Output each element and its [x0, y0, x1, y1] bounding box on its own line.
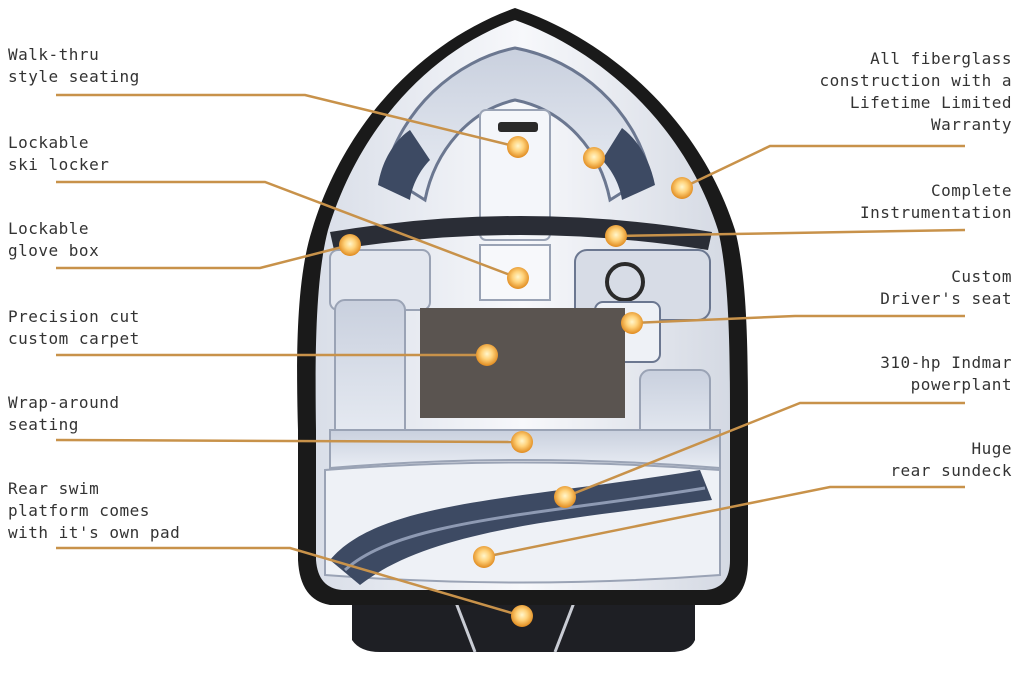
hotspot-walk-thru — [507, 136, 529, 158]
bow-cushion-right — [602, 128, 655, 200]
callout-text: seating — [8, 415, 79, 434]
hotspot-fiberglass — [671, 177, 693, 199]
callout-text: platform comes — [8, 501, 150, 520]
callout-sundeck: Huge rear sundeck — [890, 438, 1012, 482]
callout-text: Complete — [930, 181, 1012, 200]
cleat — [498, 122, 538, 132]
leader-drivers-seat — [631, 314, 965, 325]
callout-fiberglass: All fiberglass construction with a Lifet… — [819, 48, 1012, 136]
callout-text: Wrap-around — [8, 393, 120, 412]
callout-text: All fiberglass — [870, 49, 1012, 68]
leader-fiberglass — [681, 144, 965, 190]
callout-text: Instrumentation — [860, 203, 1012, 222]
callout-text: with it's own pad — [8, 523, 181, 542]
hotspot-carpet — [476, 344, 498, 366]
port-side-seat — [334, 299, 406, 451]
callout-text: Lifetime Limited — [849, 93, 1012, 112]
cockpit-carpet — [420, 308, 625, 418]
hotspot-powerplant — [554, 486, 576, 508]
callout-powerplant: 310-hp Indmar powerplant — [880, 352, 1012, 396]
callout-text: Warranty — [930, 115, 1012, 134]
leader-sundeck — [483, 485, 965, 559]
sundeck-cushion-stripe — [343, 486, 706, 572]
callout-text: Lockable — [8, 133, 90, 152]
callout-text: glove box — [8, 241, 100, 260]
callout-text: Lockable — [8, 219, 90, 238]
leader-glove-box — [56, 243, 351, 270]
hotspot-sundeck — [473, 546, 495, 568]
callout-text: Walk-thru — [8, 45, 100, 64]
callout-text: ski locker — [8, 155, 110, 174]
callout-text: Rear swim — [8, 479, 100, 498]
hotspot-glove-box — [339, 234, 361, 256]
hotspot-swim-platform — [511, 605, 533, 627]
callout-swim-platform: Rear swim platform comes with it's own p… — [8, 478, 180, 544]
callout-text: rear sundeck — [890, 461, 1012, 480]
callout-walk-thru: Walk-thru style seating — [8, 44, 140, 88]
callout-instrumentation: Complete Instrumentation — [860, 180, 1012, 224]
callout-text: style seating — [8, 67, 140, 86]
hotspot-bow-seat — [583, 147, 605, 169]
callout-text: powerplant — [910, 375, 1012, 394]
hotspot-wrap-around — [511, 431, 533, 453]
callout-text: Precision cut — [8, 307, 140, 326]
callout-carpet: Precision cut custom carpet — [8, 306, 140, 350]
hotspot-drivers-seat — [621, 312, 643, 334]
bow-cushion-left — [378, 130, 430, 200]
leader-lines — [55, 93, 966, 618]
callout-text: Huge — [971, 439, 1012, 458]
windshield — [330, 216, 712, 250]
leader-swim-platform — [56, 546, 523, 618]
leader-instrumentation — [615, 228, 966, 238]
callout-text: construction with a — [819, 71, 1012, 90]
callout-text: Custom — [951, 267, 1012, 286]
hotspot-instrumentation — [605, 225, 627, 247]
callout-text: 310-hp Indmar — [880, 353, 1012, 372]
callout-glove-box: Lockable glove box — [8, 218, 99, 262]
steering-wheel-icon — [605, 262, 645, 302]
callout-text: custom carpet — [8, 329, 140, 348]
sundeck-cushion — [330, 470, 712, 585]
callout-wrap-around: Wrap-around seating — [8, 392, 119, 436]
leader-walk-thru — [56, 93, 519, 149]
hotspot-ski-locker — [507, 267, 529, 289]
callout-ski-locker: Lockable ski locker — [8, 132, 109, 176]
callout-drivers-seat: Custom Driver's seat — [880, 266, 1012, 310]
hotspots — [339, 136, 693, 627]
transom-lines — [453, 599, 577, 653]
leader-ski-locker — [56, 180, 519, 280]
callout-text: Driver's seat — [880, 289, 1012, 308]
leader-powerplant — [564, 401, 965, 499]
leader-wrap-around — [55, 438, 523, 444]
